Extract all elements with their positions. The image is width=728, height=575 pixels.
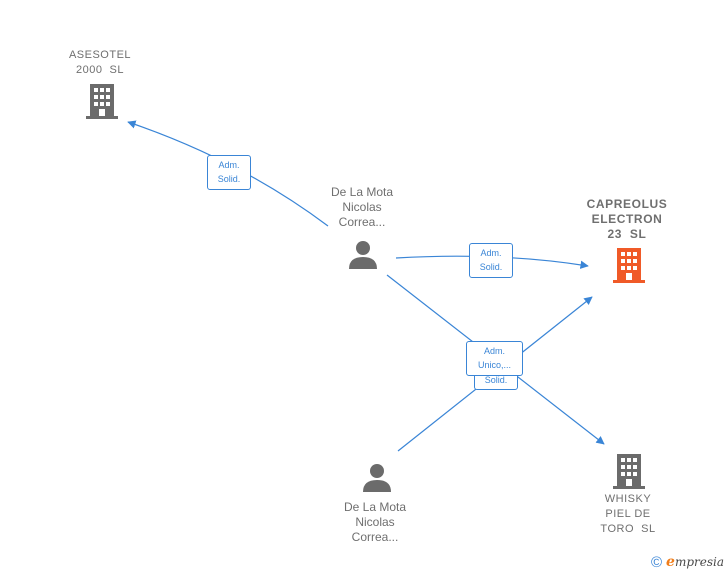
company-label-line: WHISKY [604, 493, 652, 505]
building-icon[interactable] [612, 247, 646, 283]
edge-label-line: Adm. [483, 346, 505, 356]
building-icon[interactable] [612, 453, 646, 489]
brand-initial: e [666, 554, 675, 570]
edge-label-line: Unico,... [477, 360, 511, 370]
brand-name: mpresia [674, 555, 724, 569]
company-label-capreolus[interactable]: CAPREOLUS ELECTRON 23 SL [577, 197, 677, 242]
person-icon[interactable] [348, 240, 378, 270]
company-label-line: CAPREOLUS [586, 197, 668, 211]
company-label-line: PIEL DE [605, 508, 651, 520]
edge-label-to-asesotel[interactable]: Adm. Solid. [207, 155, 251, 190]
person-label-line: Correa... [338, 215, 386, 229]
company-label-whisky[interactable]: WHISKY PIEL DE TORO SL [578, 492, 678, 537]
brand-logo[interactable]: empresia [666, 554, 724, 570]
person-label-line: Nicolas [342, 200, 382, 214]
person-icon[interactable] [362, 463, 392, 493]
person-label-line: De La Mota [330, 185, 394, 199]
company-label-line: 23 SL [607, 227, 647, 241]
edge-label-line: Solid. [484, 375, 508, 385]
person-label-line: Nicolas [355, 515, 395, 529]
edge-label-line: Adm. [480, 248, 502, 258]
company-label-line: TORO SL [600, 523, 656, 535]
edge-label-line: Adm. [218, 160, 240, 170]
company-label-line: ELECTRON [591, 212, 663, 226]
company-label-line: 2000 SL [75, 64, 125, 76]
edge-label-to-capreolus[interactable]: Adm. Solid. [469, 243, 513, 278]
building-icon[interactable] [85, 83, 119, 119]
copyright-icon: © [650, 553, 663, 571]
person-label-bottom[interactable]: De La Mota Nicolas Correa... [325, 500, 425, 545]
edge-label-shared[interactable]: Adm. Unico,... [466, 341, 523, 376]
edge-label-line: Solid. [479, 262, 503, 272]
company-label-asesotel[interactable]: ASESOTEL 2000 SL [50, 48, 150, 78]
person-label-line: De La Mota [343, 500, 407, 514]
company-label-line: ASESOTEL [68, 49, 132, 61]
person-label-top[interactable]: De La Mota Nicolas Correa... [312, 185, 412, 230]
edge-label-line: Solid. [217, 174, 241, 184]
brand-footer: © empresia [651, 553, 724, 571]
person-label-line: Correa... [351, 530, 399, 544]
